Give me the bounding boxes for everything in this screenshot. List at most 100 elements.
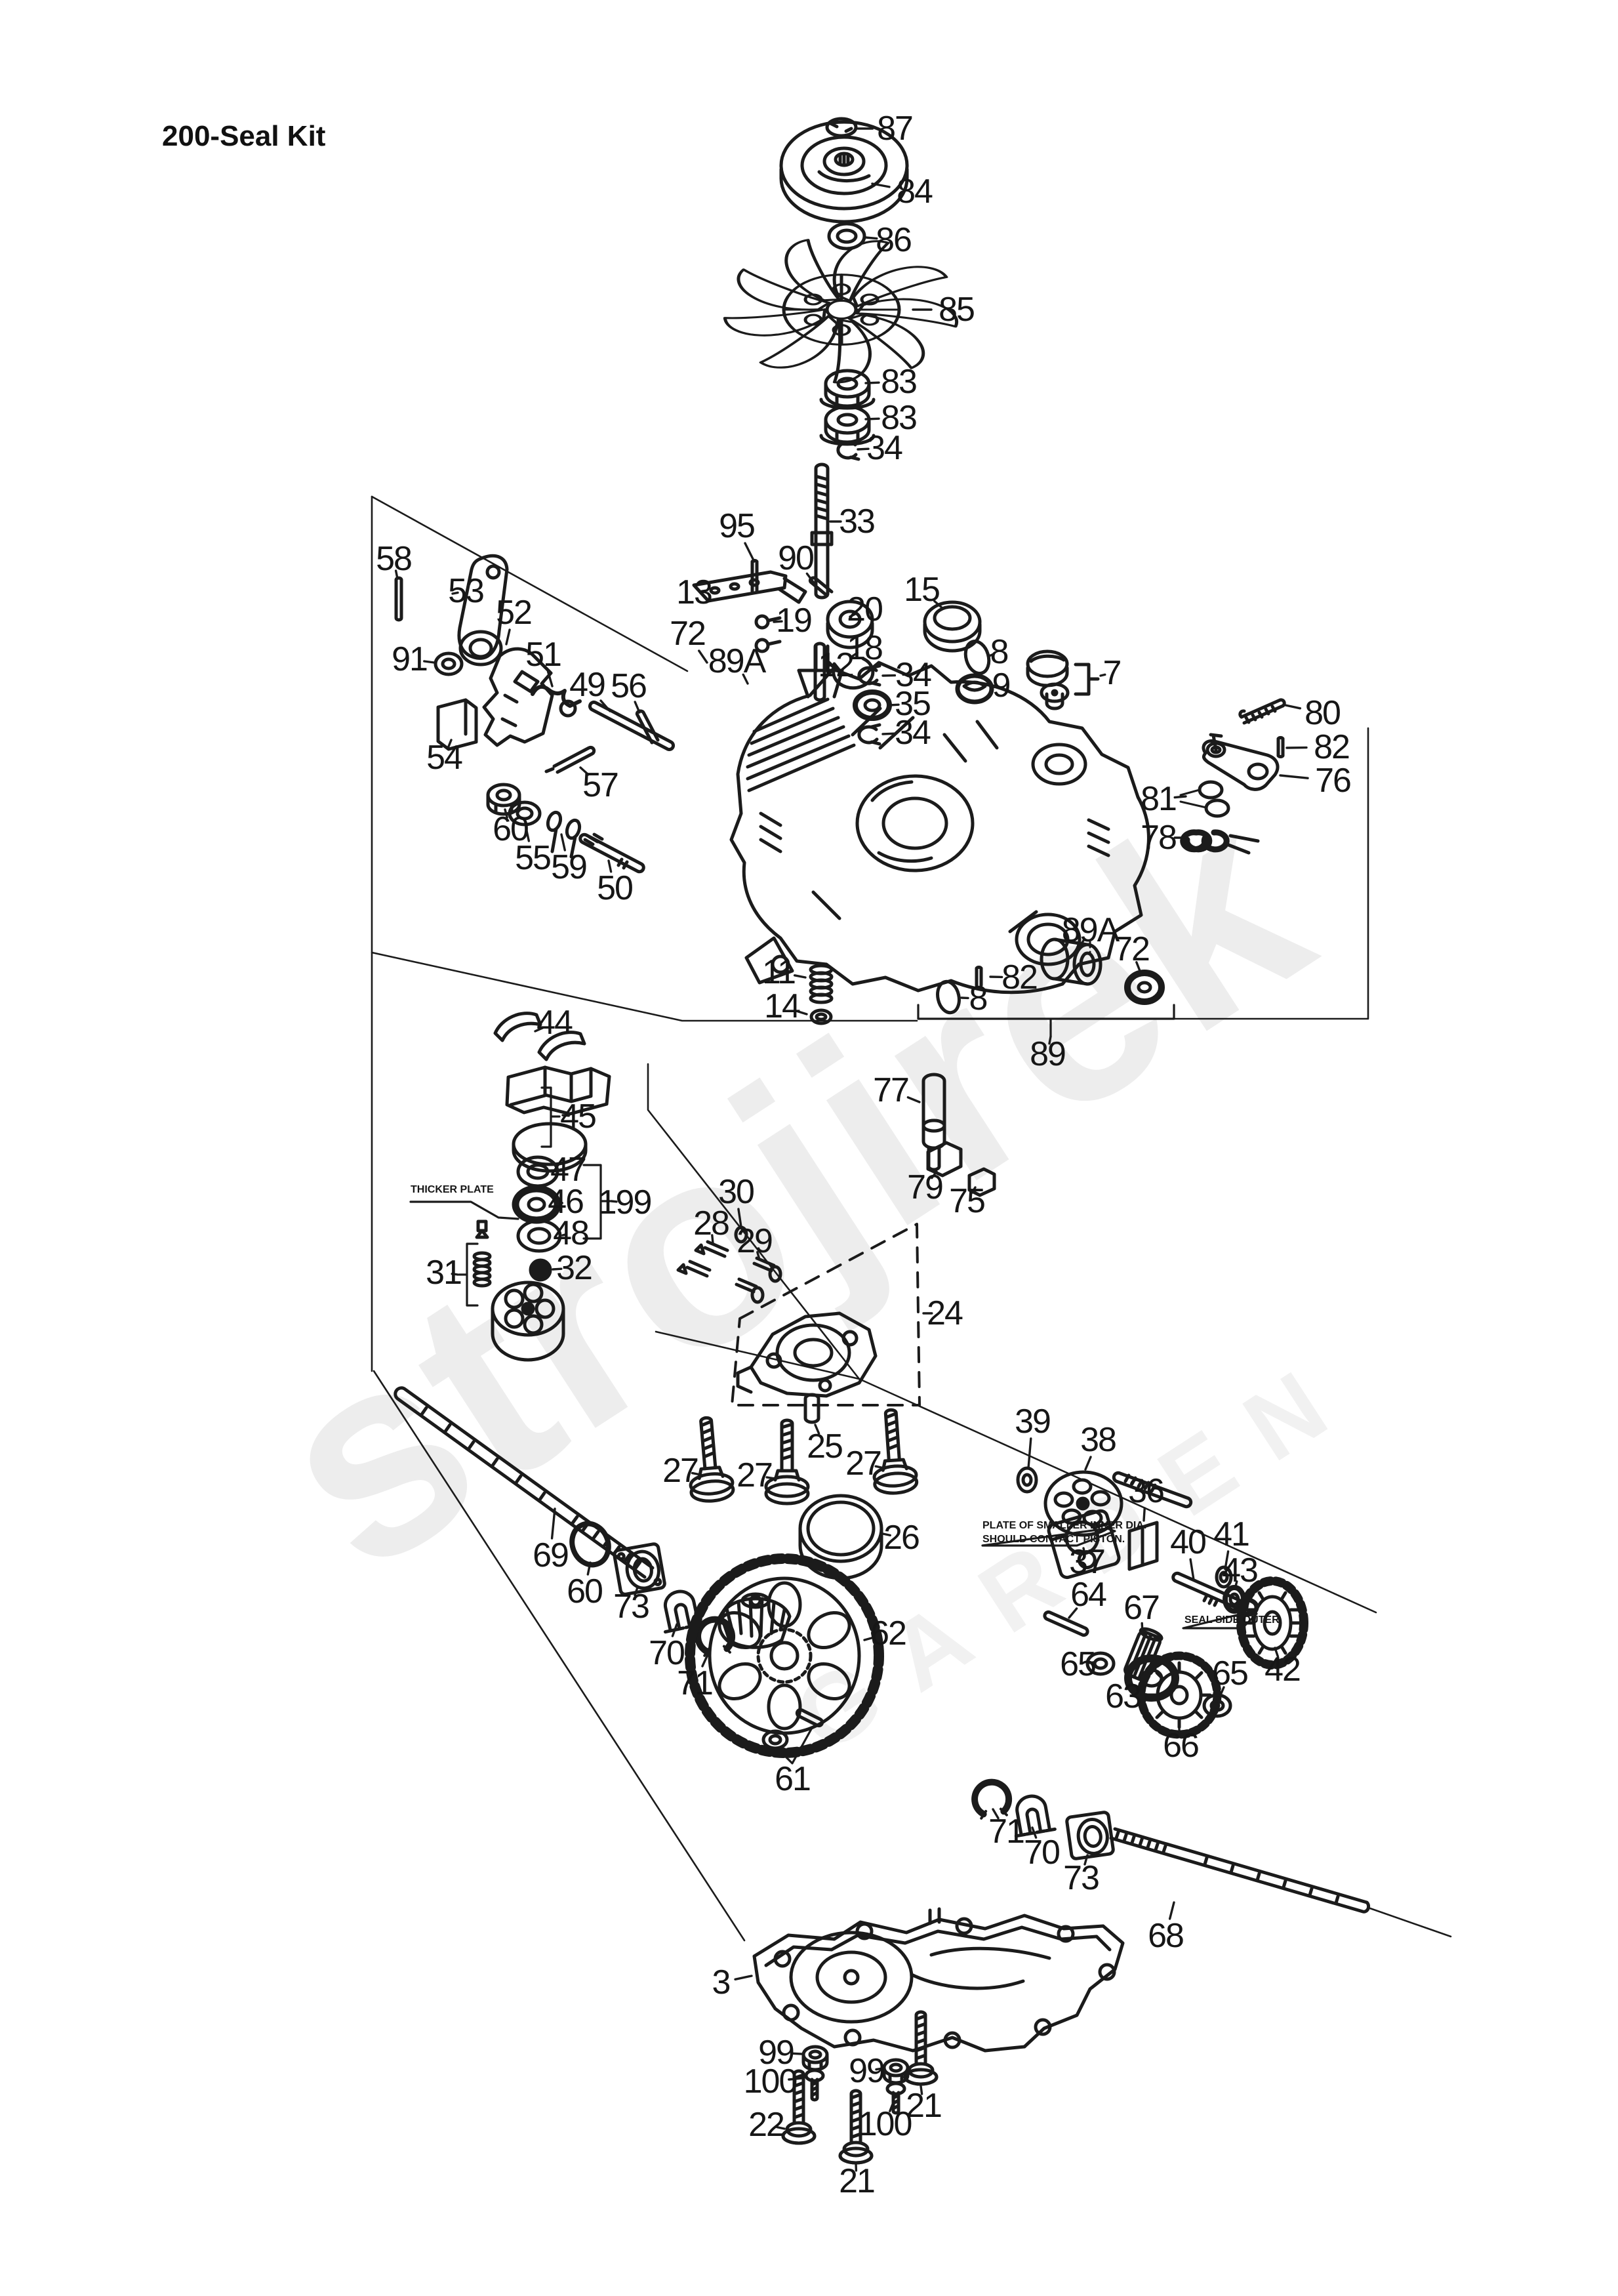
- part-callout-20: 20: [847, 590, 883, 628]
- part-callout-60: 60: [567, 1572, 603, 1610]
- part-callout-25: 25: [807, 1427, 843, 1466]
- part-callout-54: 54: [426, 739, 463, 777]
- leader-line-51: [546, 670, 554, 687]
- part-callout-7: 7: [1102, 654, 1122, 692]
- part-callout-18: 18: [847, 629, 883, 667]
- leader-line-53: [451, 591, 459, 595]
- part-callout-53: 53: [448, 572, 485, 610]
- leader-line-67: [1141, 1622, 1144, 1635]
- leader-line-71: [701, 1649, 711, 1668]
- leader-line-27: [874, 1465, 885, 1469]
- part-callout-58: 58: [376, 540, 413, 578]
- part-callout-56: 56: [611, 667, 647, 705]
- leader-line-70: [671, 1623, 678, 1637]
- part-callout-27: 27: [662, 1452, 699, 1490]
- part-callout-43: 43: [1222, 1551, 1259, 1589]
- bottom-cover-group: [752, 1907, 1125, 2163]
- leader-line-43: [1234, 1580, 1238, 1590]
- axle-group-right: [973, 1780, 1371, 1914]
- leader-line-89: [1048, 1035, 1052, 1045]
- seal-note: SEAL SIDE OUTER: [1184, 1614, 1280, 1626]
- leader-line-70: [1031, 1826, 1038, 1839]
- leader-line-44: [534, 1027, 544, 1033]
- thicker-plate-note: THICKER PLATE: [411, 1184, 494, 1195]
- callout-leader-lines: [394, 127, 1309, 2172]
- part-callout-19: 19: [776, 602, 813, 640]
- part-callout-59: 59: [551, 848, 588, 886]
- part-callout-27: 27: [737, 1456, 773, 1494]
- leader-line-77: [906, 1096, 921, 1103]
- part-callout-100: 100: [743, 2062, 798, 2101]
- leader-line-28: [711, 1234, 714, 1244]
- part-callout-77: 77: [873, 1071, 910, 1109]
- leader-line-22: [776, 2125, 786, 2130]
- leader-line-60: [586, 1561, 592, 1576]
- leader-line-57: [579, 766, 590, 776]
- leader-line-34: [881, 732, 896, 735]
- charge-pump-assembly: [676, 1225, 918, 1580]
- leader-line-72: [1135, 961, 1141, 972]
- leader-line-73: [1083, 1854, 1089, 1866]
- part-callout-28: 28: [693, 1204, 730, 1242]
- hydraulic-motor-group: [1016, 1466, 1308, 1739]
- part-callout-89: 89: [1030, 1035, 1066, 1073]
- part-callout-52: 52: [496, 594, 533, 632]
- bypass-lever-cluster: [1179, 698, 1286, 855]
- part-callout-79: 79: [907, 1168, 944, 1206]
- part-callout-99: 99: [758, 2034, 795, 2072]
- leader-line-64: [1068, 1607, 1078, 1619]
- part-callout-27: 27: [845, 1445, 882, 1483]
- leader-line-60: [504, 808, 508, 819]
- part-callout-64: 64: [1070, 1576, 1107, 1614]
- part-callout-34: 34: [895, 714, 931, 752]
- leader-line-76: [1279, 774, 1309, 779]
- leader-line-41: [1224, 1550, 1230, 1570]
- part-callout-13: 13: [676, 573, 713, 611]
- part-callout-199: 199: [597, 1183, 653, 1221]
- leader-line-49: [599, 699, 611, 712]
- part-callout-47: 47: [550, 1151, 587, 1189]
- leader-line-38: [1084, 1456, 1092, 1471]
- part-callout-73: 73: [1063, 1859, 1100, 1897]
- leader-line-11: [793, 974, 807, 979]
- part-callout-91: 91: [392, 640, 428, 678]
- part-callout-68: 68: [1148, 1917, 1184, 1955]
- part-callout-50: 50: [597, 869, 634, 907]
- brake-pad-stack: [409, 1012, 611, 1362]
- part-callout-57: 57: [582, 766, 619, 804]
- part-callout-42: 42: [1264, 1650, 1301, 1689]
- brake-linkage-cluster: [394, 554, 676, 874]
- part-callout-82: 82: [1001, 958, 1038, 996]
- leader-line-86: [864, 236, 878, 240]
- leader-line-21: [920, 2085, 923, 2095]
- part-callout-61: 61: [775, 1760, 811, 1798]
- part-callout-37: 37: [1069, 1543, 1106, 1581]
- leader-line-99: [790, 2052, 803, 2055]
- part-callout-24: 24: [927, 1294, 963, 1332]
- part-callout-76: 76: [1315, 762, 1352, 800]
- part-callout-78: 78: [1141, 819, 1177, 857]
- part-callout-22: 22: [748, 2106, 785, 2144]
- pump-section-dashed-box: [731, 1223, 921, 1406]
- axle-gear-group-left: [394, 1386, 884, 1765]
- leader-line-83: [864, 381, 880, 384]
- part-callout-21: 21: [839, 2162, 876, 2200]
- part-callout-71: 71: [988, 1813, 1025, 1851]
- leader-line-3: [734, 1975, 753, 1981]
- part-callout-81: 81: [1141, 780, 1177, 818]
- leader-line-65: [1086, 1661, 1095, 1664]
- part-callout-32: 32: [556, 1249, 593, 1287]
- leader-line-65: [1219, 1686, 1225, 1698]
- leader-line-100: [788, 2077, 803, 2081]
- part-callout-89A: 89A: [708, 642, 767, 680]
- part-callout-87: 87: [877, 110, 914, 148]
- leader-line-75: [971, 1186, 977, 1195]
- part-callout-41: 41: [1213, 1515, 1250, 1553]
- part-callout-31: 31: [426, 1254, 462, 1292]
- part-callout-39: 39: [1015, 1403, 1051, 1441]
- part-callout-51: 51: [525, 636, 562, 674]
- leader-line-89A: [742, 673, 749, 685]
- leader-line-7: [1099, 673, 1106, 677]
- leader-line-52: [505, 628, 511, 646]
